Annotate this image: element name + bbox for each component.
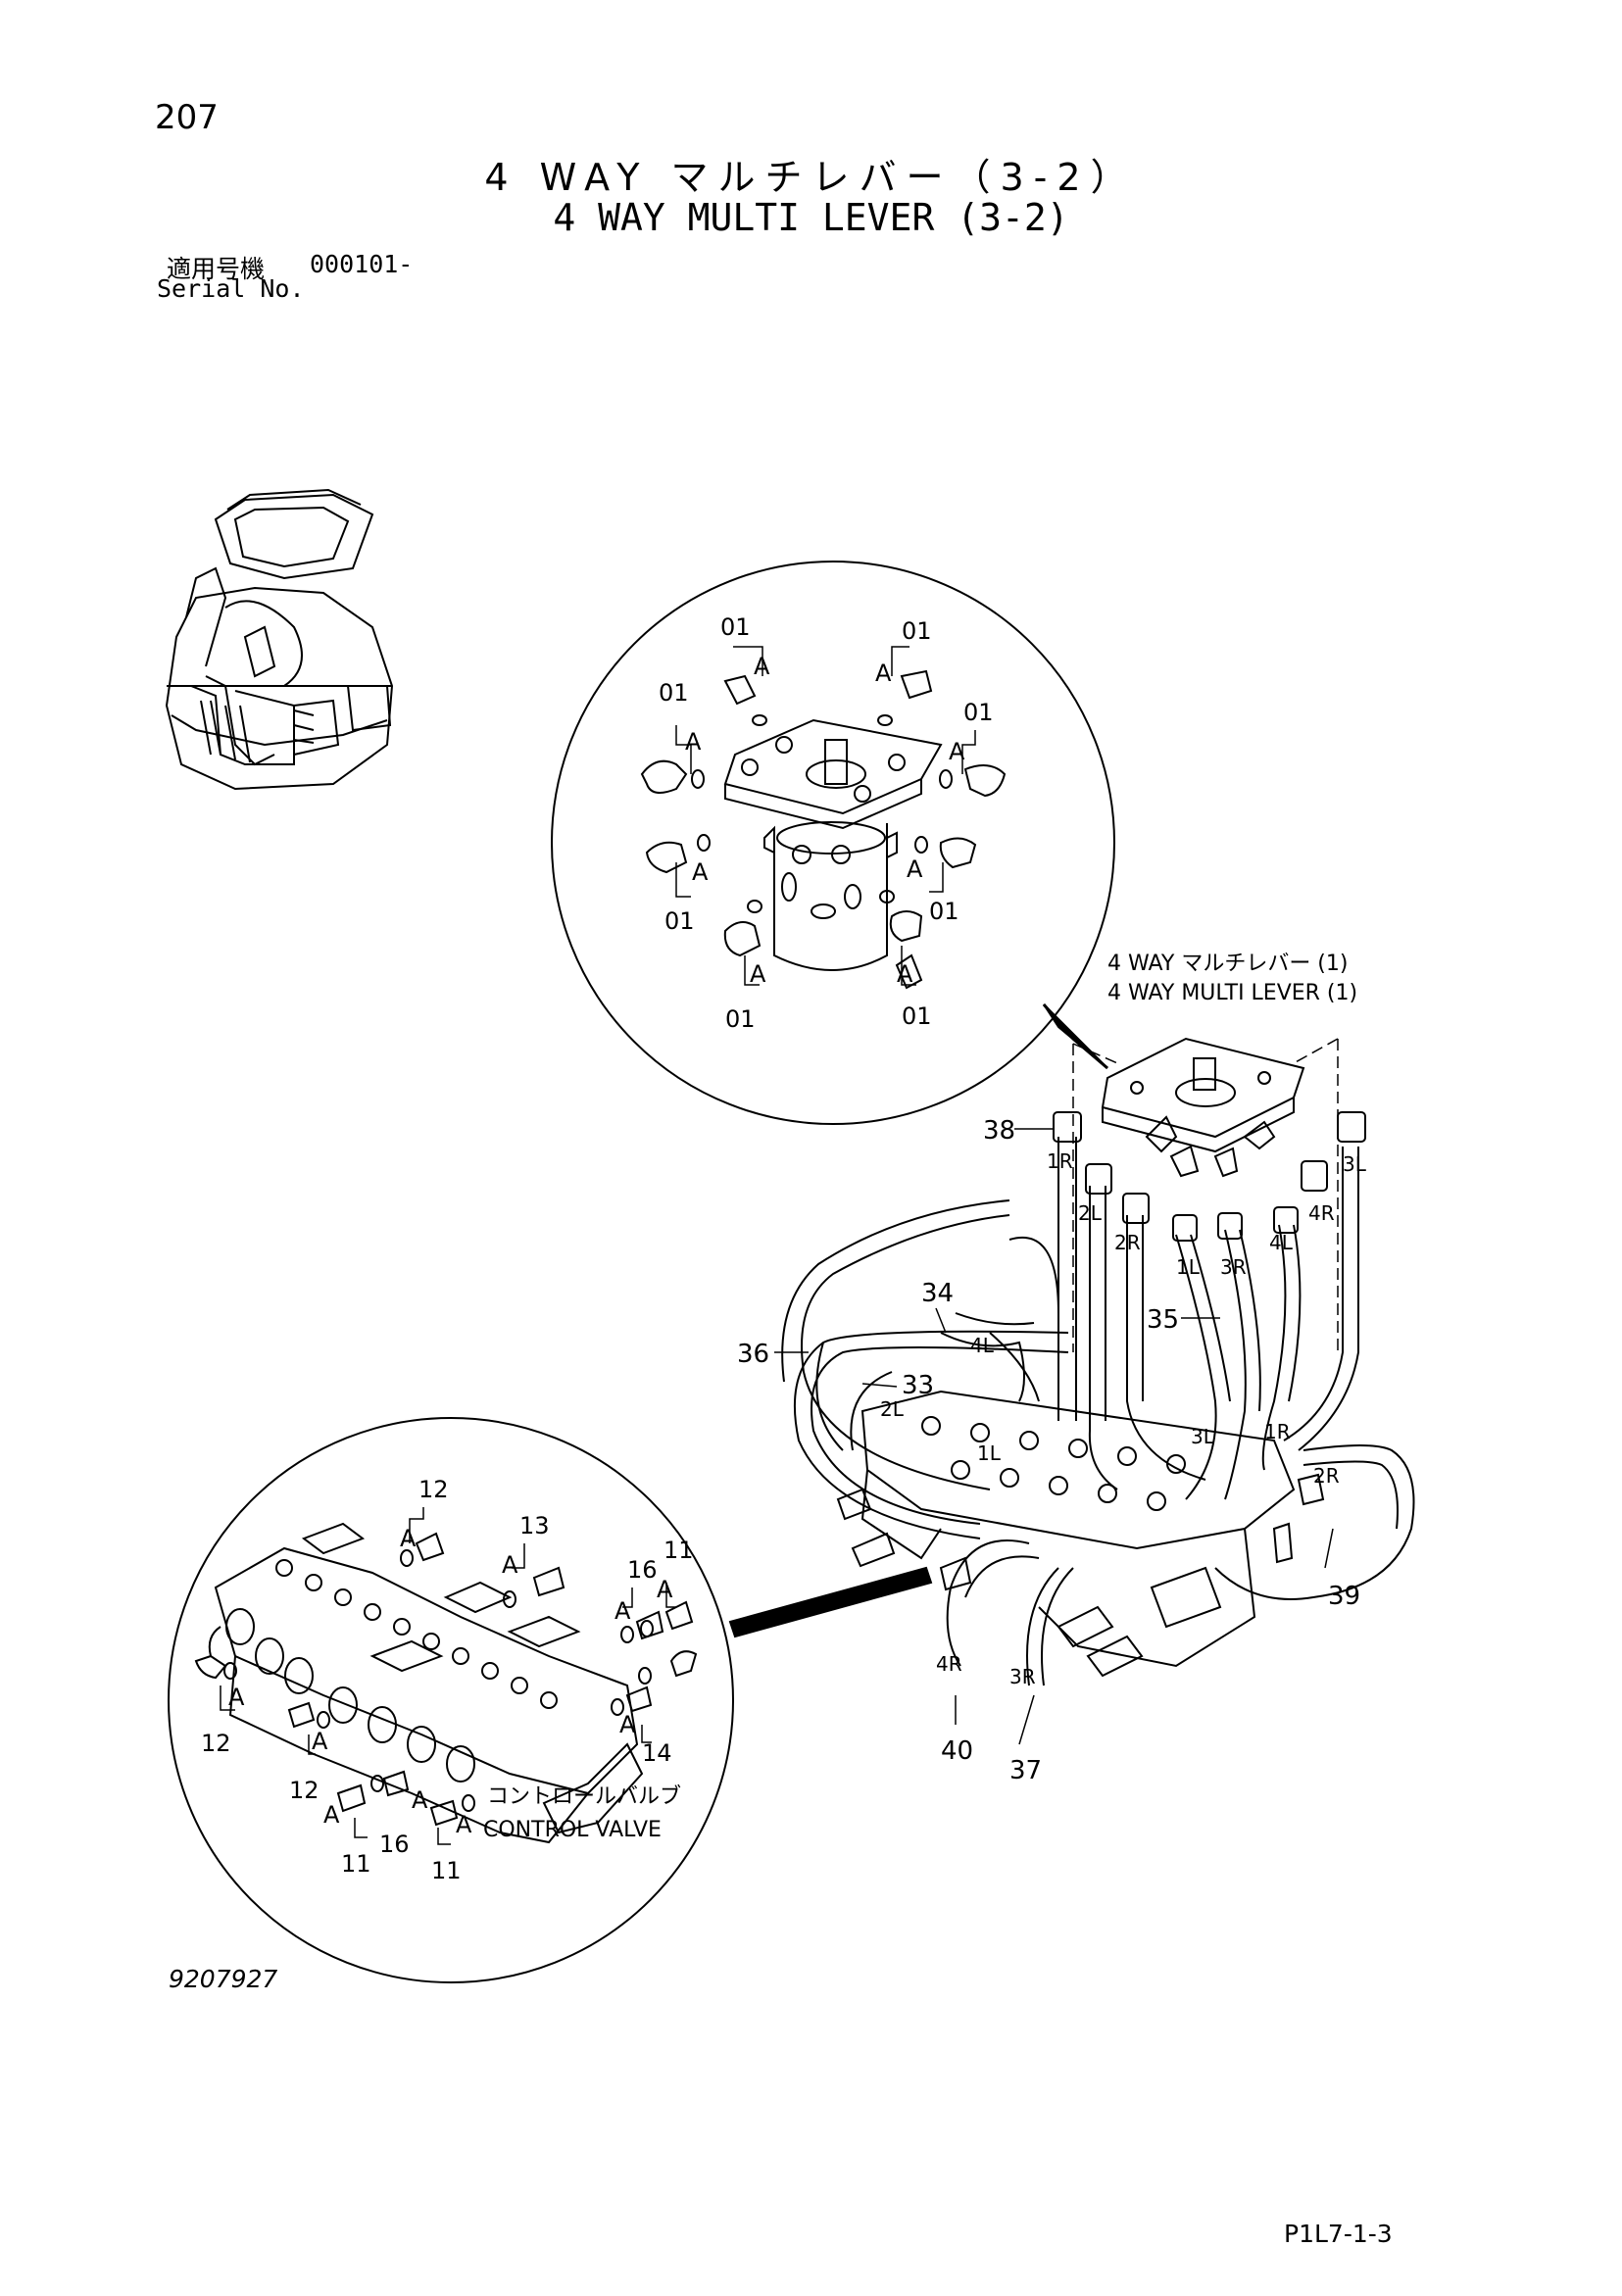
port-label-1R-bottom: 1R xyxy=(1264,1420,1291,1443)
part-number-37: 37 xyxy=(1009,1756,1042,1785)
part-number-40: 40 xyxy=(941,1736,973,1766)
port-label-3L-bottom: 3L xyxy=(1191,1425,1215,1448)
port-label-4L-top: 4L xyxy=(1269,1231,1294,1254)
label-bottom-13: 13 xyxy=(519,1512,550,1539)
label-top-A-a: A xyxy=(754,653,770,680)
main-control-valve xyxy=(836,1390,1325,1678)
label-bottom-12-c: 12 xyxy=(289,1777,319,1804)
port-label-3R-top: 3R xyxy=(1220,1255,1247,1279)
label-bottom-12-b: 12 xyxy=(201,1730,231,1757)
label-bottom-A-b: A xyxy=(502,1551,518,1579)
hose-bundle xyxy=(781,1137,1415,1686)
label-bottom-11-b: 11 xyxy=(341,1850,371,1878)
control-valve-label-english: CONTROL VALVE xyxy=(483,1818,662,1842)
serial-label-japanese: 適用号機 xyxy=(167,255,266,283)
hose-fittings-top xyxy=(1053,1111,1366,1242)
control-valve-detail xyxy=(208,1522,644,1844)
detail-pointer-bottom xyxy=(728,1566,933,1638)
drawing-id: 9207927 xyxy=(169,1965,278,1993)
label-bottom-11-a: 11 xyxy=(664,1537,694,1564)
label-bottom-A-f: A xyxy=(312,1728,328,1755)
control-valve-detail-circle xyxy=(168,1417,734,1983)
leader-lines-top xyxy=(675,646,976,986)
port-label-3L-top: 3L xyxy=(1343,1152,1367,1176)
multi-lever-ref-english: 4 WAY MULTI LEVER (1) xyxy=(1107,981,1357,1005)
label-bottom-A-d: A xyxy=(657,1576,673,1603)
main-lever-head xyxy=(1072,1037,1339,1352)
part-number-34: 34 xyxy=(921,1279,954,1308)
label-top-A-b: A xyxy=(875,659,892,687)
label-top-01-d: 01 xyxy=(963,699,994,726)
label-bottom-11-c: 11 xyxy=(431,1857,462,1884)
serial-label-english: Serial No. xyxy=(157,274,305,303)
title-english: 4 WAY MULTI LEVER (3-2) xyxy=(553,196,1069,239)
port-label-4L-bottom: 4L xyxy=(970,1334,995,1357)
label-bottom-14: 14 xyxy=(642,1739,672,1767)
label-top-01-e: 01 xyxy=(664,907,695,935)
page-number: 207 xyxy=(155,98,219,137)
label-top-A-c: A xyxy=(685,728,702,756)
label-bottom-A-j: A xyxy=(456,1811,472,1838)
part-number-38: 38 xyxy=(983,1116,1015,1146)
label-top-01-f: 01 xyxy=(929,898,959,925)
port-label-3R-bottom: 3R xyxy=(1009,1665,1036,1688)
serial-number: 000101- xyxy=(310,250,414,278)
multi-lever-assembly xyxy=(723,718,943,971)
main-leaders xyxy=(774,1128,1334,1745)
elbow-fittings-top xyxy=(640,669,1007,990)
port-label-2R-bottom: 2R xyxy=(1313,1464,1340,1488)
port-label-4R-top: 4R xyxy=(1308,1201,1335,1225)
label-bottom-A-a: A xyxy=(400,1525,417,1552)
port-label-2L-bottom: 2L xyxy=(880,1397,905,1421)
label-bottom-A-g: A xyxy=(619,1711,636,1738)
label-top-01-c: 01 xyxy=(659,679,689,707)
part-number-35: 35 xyxy=(1147,1305,1179,1335)
multi-lever-detail-circle xyxy=(551,561,1115,1125)
page-code: P1L7-1-3 xyxy=(1284,2220,1393,2248)
label-bottom-A-e: A xyxy=(228,1684,245,1711)
label-bottom-12-a: 12 xyxy=(418,1476,449,1503)
control-valve-label-japanese: コントロールバルブ xyxy=(487,1784,681,1809)
valve-fittings-bottom xyxy=(194,1532,698,1827)
label-bottom-A-c: A xyxy=(614,1597,631,1625)
label-top-A-f: A xyxy=(907,855,923,883)
port-label-2R-top: 2R xyxy=(1114,1231,1141,1254)
title-japanese: 4 WAY マルチレバー（3-2） xyxy=(484,156,1138,199)
label-top-01-b: 01 xyxy=(902,617,932,645)
part-number-33: 33 xyxy=(902,1371,934,1400)
label-bottom-A-h: A xyxy=(323,1801,340,1829)
cab-overview-illustration xyxy=(165,488,394,791)
port-label-1L-top: 1L xyxy=(1176,1255,1201,1279)
port-label-1L-bottom: 1L xyxy=(977,1441,1002,1465)
label-top-01-g: 01 xyxy=(725,1005,756,1033)
port-label-4R-bottom: 4R xyxy=(936,1652,962,1676)
label-bottom-16-a: 16 xyxy=(627,1556,658,1584)
label-top-A-h: A xyxy=(897,960,913,988)
leader-lines-bottom xyxy=(220,1507,676,1845)
part-number-36: 36 xyxy=(737,1340,769,1369)
label-bottom-16-b: 16 xyxy=(379,1831,410,1858)
part-number-39: 39 xyxy=(1328,1582,1360,1611)
label-bottom-A-i: A xyxy=(412,1786,428,1814)
port-label-2L-top: 2L xyxy=(1078,1201,1103,1225)
label-top-A-e: A xyxy=(692,858,709,886)
label-top-A-g: A xyxy=(750,960,766,988)
port-label-1R-top: 1R xyxy=(1047,1149,1073,1173)
label-top-01-h: 01 xyxy=(902,1002,932,1030)
label-top-A-d: A xyxy=(949,738,965,765)
multi-lever-ref-japanese: 4 WAY マルチレバー (1) xyxy=(1107,952,1348,976)
label-top-01-a: 01 xyxy=(720,613,751,641)
